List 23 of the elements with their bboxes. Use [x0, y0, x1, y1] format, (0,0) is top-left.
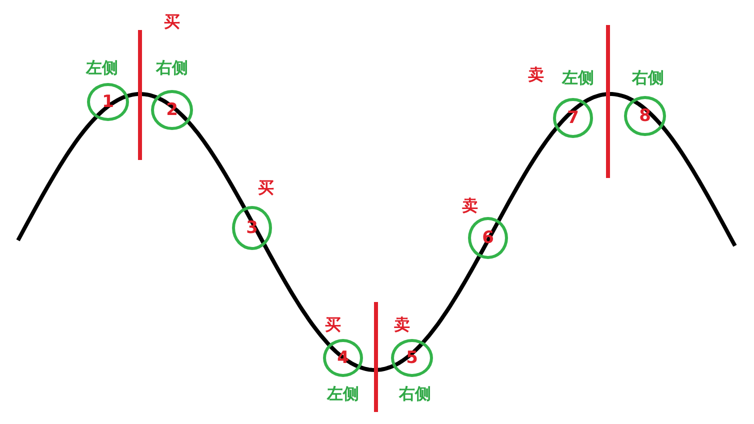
side-label: 左侧: [86, 60, 118, 76]
signal-label: 买: [164, 14, 180, 30]
side-label: 右侧: [156, 60, 188, 76]
marker-circle: [87, 83, 129, 121]
side-label: 左侧: [562, 70, 594, 86]
marker-circle: [232, 206, 272, 250]
marker-circle: [323, 339, 363, 377]
signal-label: 买: [258, 180, 274, 196]
point-number: 8: [639, 108, 651, 124]
marker-circle: [624, 96, 666, 136]
side-label: 左侧: [327, 386, 359, 402]
marker-circle: [391, 339, 433, 377]
marker-circle: [468, 217, 508, 259]
signal-label: 卖: [394, 317, 410, 333]
point-number: 4: [337, 350, 349, 366]
side-label: 右侧: [399, 386, 431, 402]
marker-circle: [553, 98, 593, 138]
signal-label: 买: [325, 317, 341, 333]
signal-label: 卖: [462, 198, 478, 214]
marker-circle: [151, 90, 193, 130]
signal-label: 卖: [528, 67, 544, 83]
side-label: 右侧: [632, 70, 664, 86]
point-number: 7: [567, 110, 579, 126]
